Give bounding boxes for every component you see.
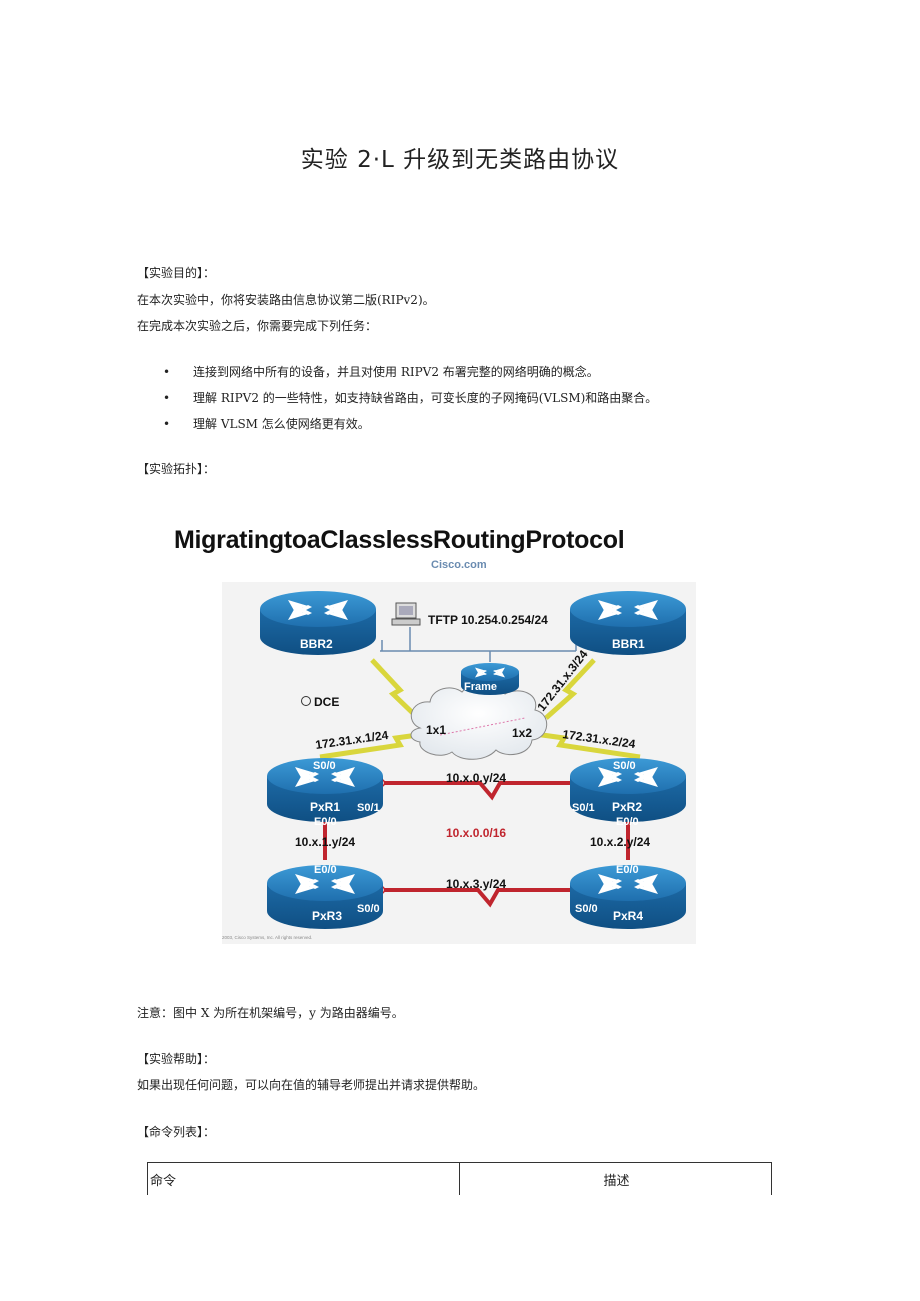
help-text: 如果出现任何问题，可以向在值的辅导老师提出并请求提供帮助。 (137, 1078, 486, 1092)
tftp-lan (380, 627, 577, 662)
table-header-description: 描述 (459, 1162, 772, 1195)
purpose-line-2: 在完成本次实验之后，你需要完成下列任务： (137, 319, 378, 333)
topology-heading: 【实验拓扑】： (137, 462, 216, 476)
frame-relay-cloud (410, 682, 548, 760)
label-net-2y: 10.x.2.y/24 (590, 835, 650, 849)
bullet-item: •连接到网络中所有的设备，并且对使用 RIPV2 布署完整的网络明确的概念。 (163, 365, 599, 379)
label-pxr1-s01: S0/1 (357, 802, 380, 814)
figure-copyright: 2003, Cisco Systems, Inc. All rights res… (222, 935, 312, 940)
label-net-0y: 10.x.0.y/24 (446, 771, 506, 785)
figure-subtitle: Cisco.com (431, 559, 487, 571)
label-pxr4-e00: E0/0 (616, 864, 639, 876)
label-net-summary: 10.x.0.0/16 (446, 826, 506, 840)
label-pxr2-s00: S0/0 (613, 760, 636, 772)
label-1x1: 1x1 (426, 723, 446, 737)
serial-links-frame (319, 658, 641, 760)
tftp-server-icon (391, 602, 421, 626)
label-pxr4: PxR4 (613, 909, 643, 923)
topology-diagram: BBR2 BBR1 TFTP 10.254.0.254/24 Frame DCE… (222, 582, 696, 944)
label-pxr1-e00: E0/0 (314, 816, 337, 828)
label-frame: Frame (464, 681, 497, 693)
label-pxr1-s00: S0/0 (313, 760, 336, 772)
command-table: 命令 描述 (147, 1162, 772, 1195)
figure-title: MigratingtoaClasslessRoutingProtocol (174, 526, 625, 554)
label-net-1y: 10.x.1.y/24 (295, 835, 355, 849)
bullet-item: •理解 RIPV2 的一些特性，如支持缺省路由，可变长度的子网掩码(VLSM)和… (163, 391, 658, 405)
serial-links-lan (323, 781, 630, 908)
label-net-3y: 10.x.3.y/24 (446, 877, 506, 891)
label-pxr2: PxR2 (612, 800, 642, 814)
label-bbr1: BBR1 (612, 637, 645, 651)
label-pxr2-e00: E0/0 (616, 816, 639, 828)
help-heading: 【实验帮助】： (137, 1052, 216, 1066)
bullet-icon: • (163, 365, 171, 379)
document-title: 实验 2·L 升级到无类路由协议 (300, 147, 620, 173)
label-pxr3-e00: E0/0 (314, 864, 337, 876)
label-pxr4-s00: S0/0 (575, 903, 598, 915)
purpose-heading: 【实验目的】： (137, 266, 216, 280)
note-text: 注意：图中 X 为所在机架编号，y 为路由器编号。 (137, 1006, 404, 1020)
bullet-item: •理解 VLSM 怎么使网络更有效。 (163, 417, 370, 431)
label-1x2: 1x2 (512, 726, 532, 740)
table-header-row: 命令 描述 (147, 1162, 772, 1195)
label-pxr3-s00: S0/0 (357, 903, 380, 915)
dce-legend-icon (301, 696, 311, 706)
table-header-command: 命令 (147, 1162, 460, 1195)
commands-heading: 【命令列表】： (137, 1125, 216, 1139)
label-pxr1: PxR1 (310, 800, 340, 814)
label-tftp: TFTP 10.254.0.254/24 (428, 613, 548, 627)
purpose-line-1: 在本次实验中，你将安装路由信息协议第二版(RIPv2)。 (137, 293, 435, 307)
label-dce: DCE (314, 695, 339, 709)
label-pxr2-s01: S0/1 (572, 802, 595, 814)
label-bbr2: BBR2 (300, 637, 333, 651)
bullet-icon: • (163, 391, 171, 405)
bullet-icon: • (163, 417, 171, 431)
label-pxr3: PxR3 (312, 909, 342, 923)
